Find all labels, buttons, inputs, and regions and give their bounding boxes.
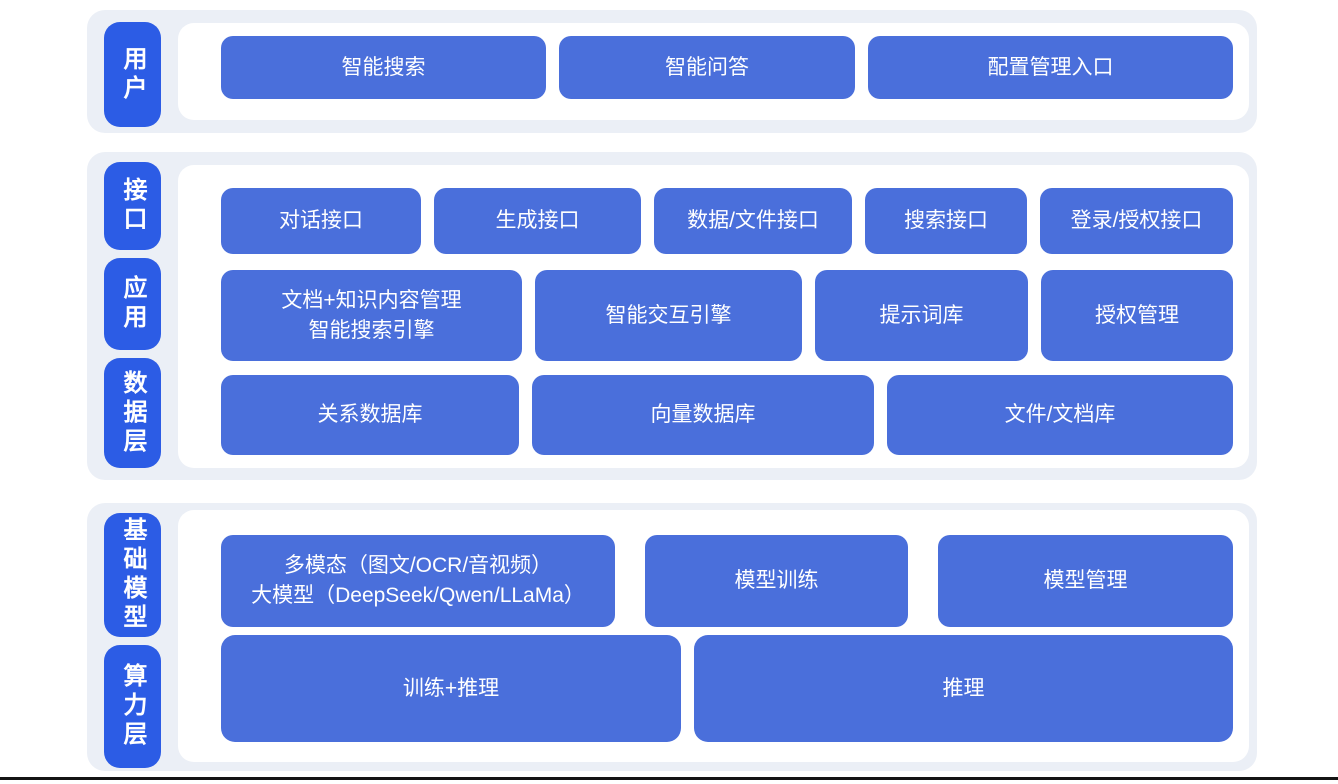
layer-label-data: 数据层 [104,358,161,468]
block-line: 大模型（DeepSeek/Qwen/LLaMa） [251,584,585,607]
row-compute: 训练+推理 推理 [221,635,1233,742]
block-training-inference: 训练+推理 [221,635,681,742]
section-base-model-compute: 基础模型 算力层 多模态（图文/OCR/音视频） 大模型（DeepSeek/Qw… [87,503,1257,771]
block-data-file-api: 数据/文件接口 [654,188,852,254]
block-doc-knowledge-search-engine: 文档+知识内容管理 智能搜索引擎 [221,270,522,361]
block-multimodal-llm: 多模态（图文/OCR/音视频） 大模型（DeepSeek/Qwen/LLaMa） [221,535,615,627]
section-interface-app-data: 接口 应用 数据层 对话接口 生成接口 数据/文件接口 搜索接口 登录/授权接口… [87,152,1257,480]
row-applications: 文档+知识内容管理 智能搜索引擎 智能交互引擎 提示词库 授权管理 [221,270,1233,361]
block-vector-db: 向量数据库 [532,375,874,455]
block-relational-db: 关系数据库 [221,375,519,455]
block-search-api: 搜索接口 [865,188,1027,254]
layer-label-application: 应用 [104,258,161,350]
block-intelligent-qa: 智能问答 [559,36,855,99]
block-line: 多模态（图文/OCR/音视频） [283,554,553,577]
block-prompt-library: 提示词库 [815,270,1028,361]
block-line: 文档+知识内容管理 [281,288,462,312]
layer-label-interface: 接口 [104,162,161,250]
block-generation-api: 生成接口 [434,188,641,254]
block-auth-management: 授权管理 [1041,270,1233,361]
layer-label-user: 用户 [104,22,161,127]
row-interfaces: 对话接口 生成接口 数据/文件接口 搜索接口 登录/授权接口 [221,188,1233,254]
section-user-layer: 用户 智能搜索 智能问答 配置管理入口 [87,10,1257,133]
bottom-rule [0,777,1338,780]
block-model-training: 模型训练 [645,535,908,627]
block-interactive-engine: 智能交互引擎 [535,270,802,361]
panel-interface-app-data: 对话接口 生成接口 数据/文件接口 搜索接口 登录/授权接口 文档+知识内容管理… [178,165,1249,468]
block-intelligent-search: 智能搜索 [221,36,546,99]
layer-label-base-model: 基础模型 [104,513,161,637]
row-user-entries: 智能搜索 智能问答 配置管理入口 [221,36,1233,99]
row-models: 多模态（图文/OCR/音视频） 大模型（DeepSeek/Qwen/LLaMa）… [221,535,1233,627]
block-line: 智能搜索引擎 [308,318,435,342]
block-inference: 推理 [694,635,1233,742]
panel-base-model-compute: 多模态（图文/OCR/音视频） 大模型（DeepSeek/Qwen/LLaMa）… [178,510,1249,762]
layer-label-compute: 算力层 [104,645,161,768]
block-dialog-api: 对话接口 [221,188,421,254]
block-config-management-entry: 配置管理入口 [868,36,1233,99]
block-file-doc-store: 文件/文档库 [887,375,1233,455]
panel-user: 智能搜索 智能问答 配置管理入口 [178,23,1249,120]
row-data-stores: 关系数据库 向量数据库 文件/文档库 [221,375,1233,455]
block-model-management: 模型管理 [938,535,1233,627]
block-login-auth-api: 登录/授权接口 [1040,188,1233,254]
